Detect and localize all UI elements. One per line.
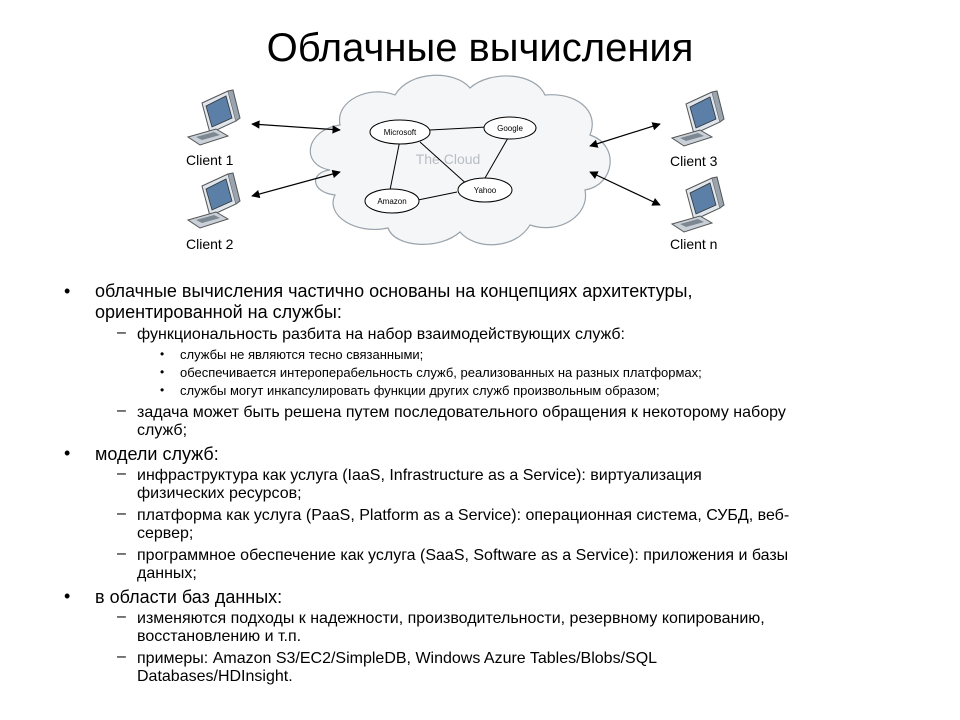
bullet-2-sub-1-line-2: физических ресурсов;: [137, 485, 302, 502]
bullet-3-sub-1-line-2: восстановлению и т.п.: [137, 628, 302, 645]
bullet-1-line-1: облачные вычисления частично основаны на…: [95, 281, 693, 301]
svg-text:Microsoft: Microsoft: [384, 128, 417, 137]
bullet-marker: •: [64, 586, 71, 606]
node-amazon: Amazon: [364, 188, 420, 214]
dash-marker: –: [117, 648, 126, 665]
dash-marker: –: [117, 324, 126, 341]
dash-marker: –: [117, 608, 126, 625]
client-n-label: Client n: [670, 236, 717, 252]
bullet-2-sub-2-line-1: платформа как услуга (PaaS, Platform as …: [137, 507, 790, 524]
bullet-3-sub-2-line-2: Databases/HDInsight.: [137, 668, 293, 685]
bullet-2-sub-2-line-2: сервер;: [137, 525, 194, 542]
bullet-marker: •: [160, 365, 165, 379]
bullet-1-line-2: ориентированной на службы:: [95, 302, 342, 322]
svg-text:Google: Google: [497, 124, 523, 133]
bullet-marker: •: [160, 347, 165, 361]
svg-text:Yahoo: Yahoo: [474, 186, 497, 195]
client-2-label: Client 2: [186, 236, 234, 252]
bullet-2-sub-3-line-2: данных;: [137, 565, 197, 582]
client-3-label: Client 3: [670, 153, 718, 169]
dash-marker: –: [117, 465, 126, 482]
node-microsoft: Microsoft: [369, 119, 431, 145]
dash-marker: –: [117, 402, 126, 419]
bullet-marker: •: [160, 383, 165, 397]
bullet-1-sub-1-item-1: службы не являются тесно связанными;: [180, 347, 424, 362]
bullet-3-line-1: в области баз данных:: [95, 587, 283, 607]
bullet-3-sub-1-line-1: изменяются подходы к надежности, произво…: [137, 610, 765, 627]
bullet-marker: •: [64, 443, 71, 463]
bullet-3-sub-2-line-1: примеры: Amazon S3/EC2/SimpleDB, Windows…: [137, 650, 658, 667]
bullet-marker: •: [64, 281, 71, 301]
dash-marker: –: [117, 505, 126, 522]
client-1-label: Client 1: [186, 152, 234, 168]
svg-text:Amazon: Amazon: [377, 197, 406, 206]
slide-title: Облачные вычисления: [266, 26, 694, 70]
cloud-label: The Cloud: [416, 151, 481, 167]
dash-marker: –: [117, 545, 126, 562]
cloud-diagram: The Cloud Microsoft Google Amazon Yahoo …: [186, 74, 725, 252]
node-google: Google: [483, 116, 537, 140]
bullet-1-sub-2-line-1: задача может быть решена путем последова…: [137, 404, 786, 421]
bullet-1-sub-1: функциональность разбита на набор взаимо…: [137, 326, 625, 343]
bullet-1-sub-1-item-2: обеспечивается интероперабельность служб…: [180, 365, 702, 380]
node-yahoo: Yahoo: [457, 177, 513, 203]
bullet-2-line-1: модели служб:: [95, 444, 219, 464]
bullet-2-sub-3-line-1: программное обеспечение как услуга (SaaS…: [137, 547, 789, 564]
bullet-1-sub-1-item-3: службы могут инкапсулировать функции дру…: [180, 383, 660, 398]
bullet-1-sub-2-line-2: служб;: [137, 422, 188, 439]
bullet-2-sub-1-line-1: инфраструктура как услуга (IaaS, Infrast…: [137, 467, 702, 484]
